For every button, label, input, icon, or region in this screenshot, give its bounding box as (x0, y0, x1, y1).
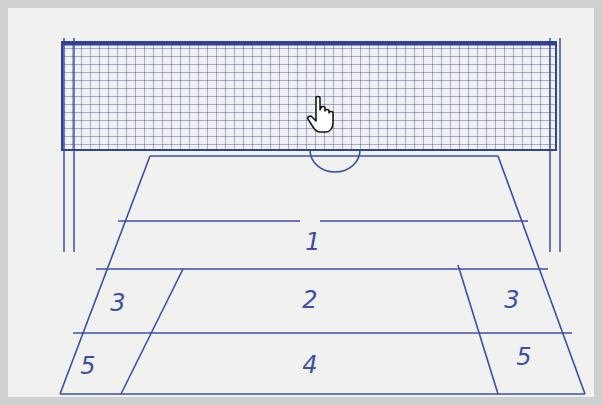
paper (8, 8, 594, 397)
zone-number: 1 (305, 230, 320, 254)
net-band (62, 43, 556, 46)
court-lines (60, 150, 585, 394)
zone-number: 3 (110, 291, 125, 315)
zone-number: 5 (80, 354, 95, 378)
zone-number: 4 (302, 353, 317, 377)
hand-cursor (308, 97, 333, 133)
zone-number: 5 (516, 345, 531, 369)
net (62, 42, 556, 150)
zone-number: 2 (302, 288, 317, 312)
zone-number: 3 (504, 288, 519, 312)
